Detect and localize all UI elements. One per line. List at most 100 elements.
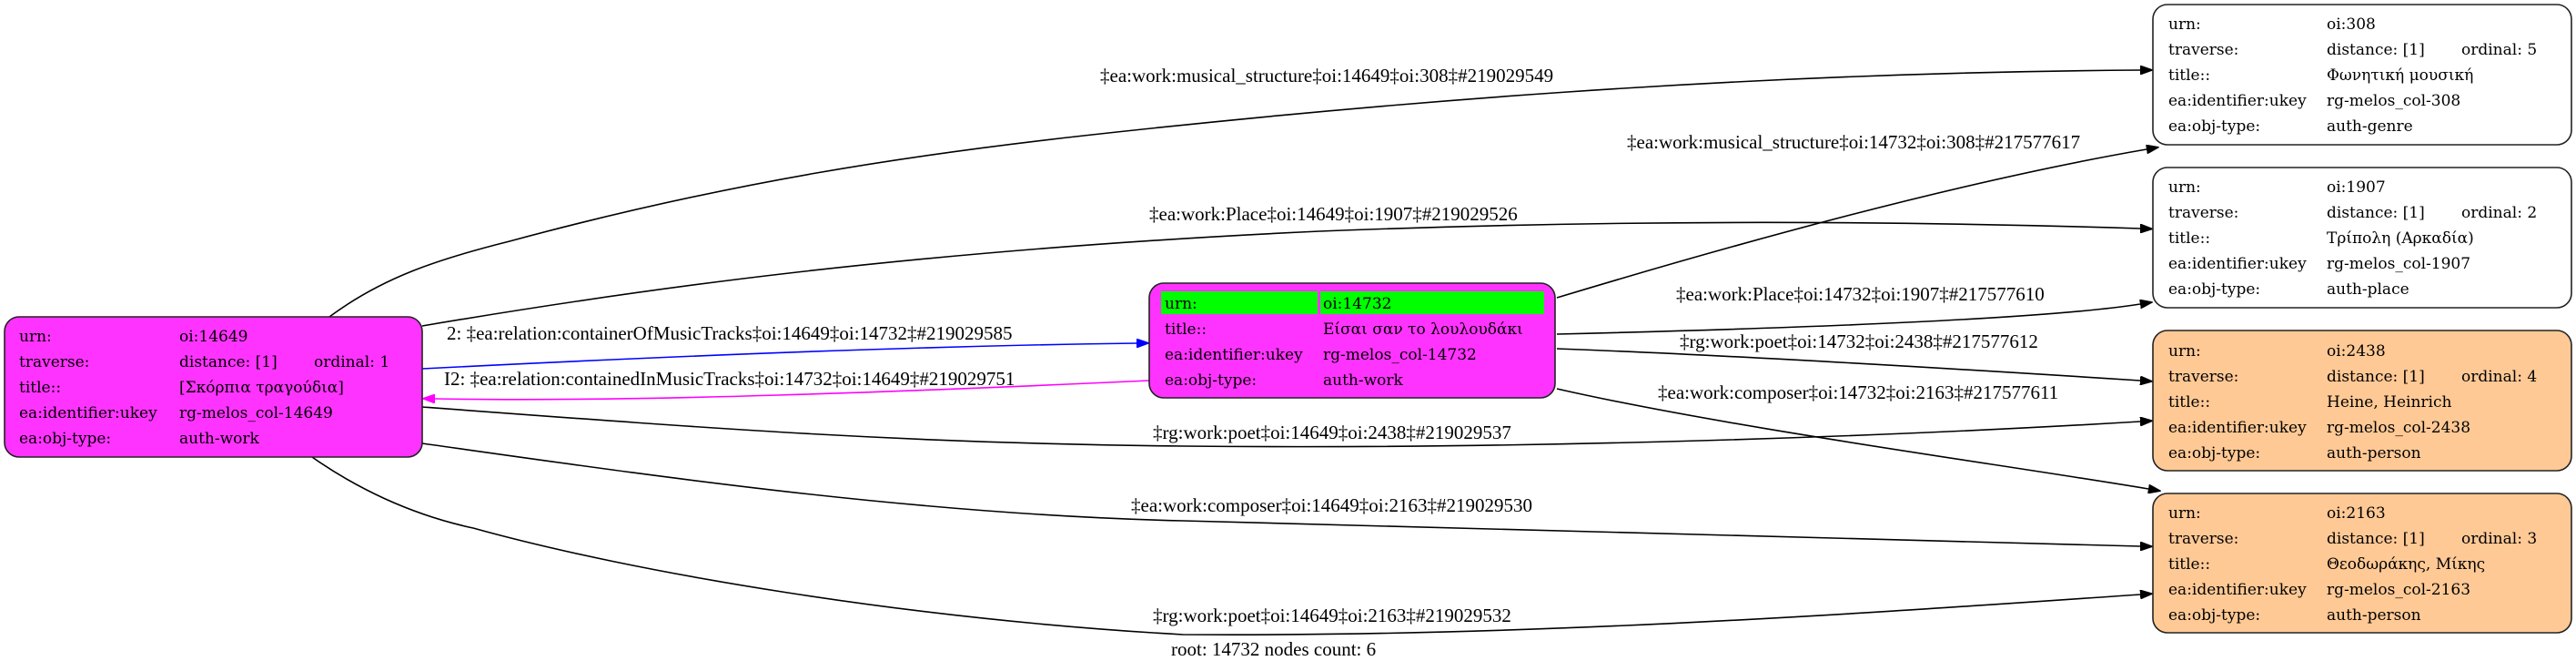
edge-14732-to-2163[interactable]: ‡ea:work:composer‡oi:14732‡oi:2163‡#2175… [1556,381,2148,489]
node-box[interactable] [2152,167,2572,309]
edge-14732-to-308[interactable]: ‡ea:work:musical_structure‡oi:14732‡oi:3… [1556,131,2147,299]
field-key: urn: [2168,15,2201,34]
root-value-highlight [1320,291,1544,314]
edge-line[interactable] [328,70,2140,318]
field-key: ea:obj-type: [19,430,111,448]
field-value: rg-melos_col-2438 [2327,419,2470,437]
field-key: traverse: [2168,368,2238,386]
edge-line[interactable] [421,221,2140,327]
node-box[interactable] [4,316,423,458]
field-value: oi:1907 [2327,178,2386,197]
field-key: ea:obj-type: [2168,606,2260,625]
field-value: distance: [1] [2327,41,2425,59]
field-key: urn: [19,328,52,346]
edge-14649-to-308[interactable]: ‡ea:work:musical_structure‡oi:14649‡oi:3… [328,65,2140,318]
field-key: urn: [2168,178,2201,197]
node-14649[interactable]: urn: oi:14649 traverse: distance: [1] ordina… [4,316,423,458]
node-box[interactable] [2152,4,2572,146]
field-value: auth-person [2327,606,2421,625]
field-value: Τρίπολη (Αρκαδία) [2327,229,2474,248]
field-key: ea:obj-type: [1165,371,1257,390]
edge-line[interactable] [421,406,2140,448]
field-value: oi:14649 [179,328,247,346]
field-key: urn: [2168,504,2201,523]
field-value: distance: [1] [2327,530,2425,548]
edge-label: ‡ea:work:composer‡oi:14649‡oi:2163‡#2190… [1131,494,1532,516]
field-value: rg-melos_col-14732 [1323,346,1477,364]
field-value: auth-work [1323,371,1404,390]
edge-14649-to-2438[interactable]: ‡rg:work:poet‡oi:14649‡oi:2438‡#21902953… [421,406,2140,448]
field-key: title:: [2168,229,2210,248]
edge-line[interactable] [435,380,1150,400]
field-value: auth-place [2327,280,2409,299]
field-value: rg-melos_col-2163 [2327,581,2470,599]
field-key: ea:identifier:ukey [2168,92,2307,110]
edge-label: ‡rg:work:poet‡oi:14649‡oi:2438‡#21902953… [1153,422,1511,443]
field-value: Φωνητική μουσική [2327,66,2473,85]
edge-14732-to-2438[interactable]: ‡rg:work:poet‡oi:14732‡oi:2438‡#21757761… [1556,330,2140,381]
field-key: urn: [1165,295,1197,313]
node-308[interactable]: urn: oi:308 traverse: distance: [1] ordinal:… [2152,4,2572,146]
field-value: oi:14732 [1323,295,1391,313]
edge-label: ‡ea:work:musical_structure‡oi:14732‡oi:3… [1627,131,2080,153]
field-value: Είσαι σαν το λουλουδάκι [1323,320,1523,339]
edge-line[interactable] [421,343,1136,370]
field-value: Θεοδωράκης, Μίκης [2327,555,2485,574]
edge-label: ‡rg:work:poet‡oi:14732‡oi:2438‡#21757761… [1680,330,2038,352]
edge-line[interactable] [1556,388,2148,489]
field-key: ea:identifier:ukey [2168,419,2307,437]
edge-label: I2: ‡ea:relation:containedInMusicTracks‡… [444,368,1015,390]
field-key: ea:obj-type: [2168,444,2260,463]
node-box[interactable] [2152,493,2572,634]
field-value: rg-melos_col-1907 [2327,255,2470,273]
field-ordinal: ordinal: 4 [2461,368,2537,386]
edge-14649-to-1907[interactable]: ‡ea:work:Place‡oi:14649‡oi:1907‡#2190295… [421,203,2140,327]
edge-14732-to-1907[interactable]: ‡ea:work:Place‡oi:14732‡oi:1907‡#2175776… [1556,283,2140,335]
field-value: oi:308 [2327,15,2376,34]
field-ordinal: ordinal: 2 [2461,204,2537,222]
field-value: Heine, Heinrich [2327,393,2451,412]
edge-14732-to-14649[interactable]: I2: ‡ea:relation:containedInMusicTracks‡… [435,368,1150,400]
edge-label: ‡ea:work:Place‡oi:14649‡oi:1907‡#2190295… [1149,203,1518,225]
edge-line[interactable] [1556,304,2140,335]
field-key: traverse: [2168,204,2238,222]
edge-line[interactable] [1556,348,2140,381]
node-box[interactable] [2152,330,2572,472]
field-value: distance: [1] [179,353,278,371]
field-key: urn: [2168,342,2201,361]
field-key: ea:obj-type: [2168,280,2260,299]
field-key: traverse: [2168,41,2238,59]
field-value: oi:2163 [2327,504,2386,523]
edge-label: ‡ea:work:Place‡oi:14732‡oi:1907‡#2175776… [1676,283,2045,305]
edge-line[interactable] [1556,149,2147,299]
edge-14649-to-14732[interactable]: 2: ‡ea:relation:containerOfMusicTracks‡o… [421,322,1136,370]
field-key: ea:identifier:ukey [19,404,157,422]
edge-14649-to-2163[interactable]: ‡rg:work:poet‡oi:14649‡oi:2163‡#21902953… [311,456,2140,635]
field-key: traverse: [19,353,89,371]
field-key: ea:identifier:ukey [2168,581,2307,599]
field-key: title:: [2168,66,2210,85]
field-value: distance: [1] [2327,368,2425,386]
edge-line[interactable] [421,442,2140,546]
nodes-layer: urn: oi:14649 traverse: distance: [1] ordina… [4,4,2572,634]
field-value: auth-person [2327,444,2421,463]
field-ordinal: ordinal: 5 [2461,41,2537,59]
field-key: ea:obj-type: [2168,117,2260,136]
field-ordinal: ordinal: 3 [2461,530,2537,548]
field-key: ea:identifier:ukey [1165,346,1303,364]
field-value: [Σκόρπια τραγούδια] [179,379,344,397]
field-value: auth-work [179,430,260,448]
edge-label: 2: ‡ea:relation:containerOfMusicTracks‡o… [447,322,1013,344]
field-ordinal: ordinal: 1 [314,353,389,371]
edge-14649-to-2163[interactable]: ‡ea:work:composer‡oi:14649‡oi:2163‡#2190… [421,442,2140,546]
field-value: auth-genre [2327,117,2413,136]
edges-layer: ‡ea:work:musical_structure‡oi:14649‡oi:3… [311,65,2148,635]
edge-line[interactable] [311,456,2140,635]
edge-label: ‡ea:work:composer‡oi:14732‡oi:2163‡#2175… [1658,381,2058,403]
root-key-highlight [1161,291,1318,314]
